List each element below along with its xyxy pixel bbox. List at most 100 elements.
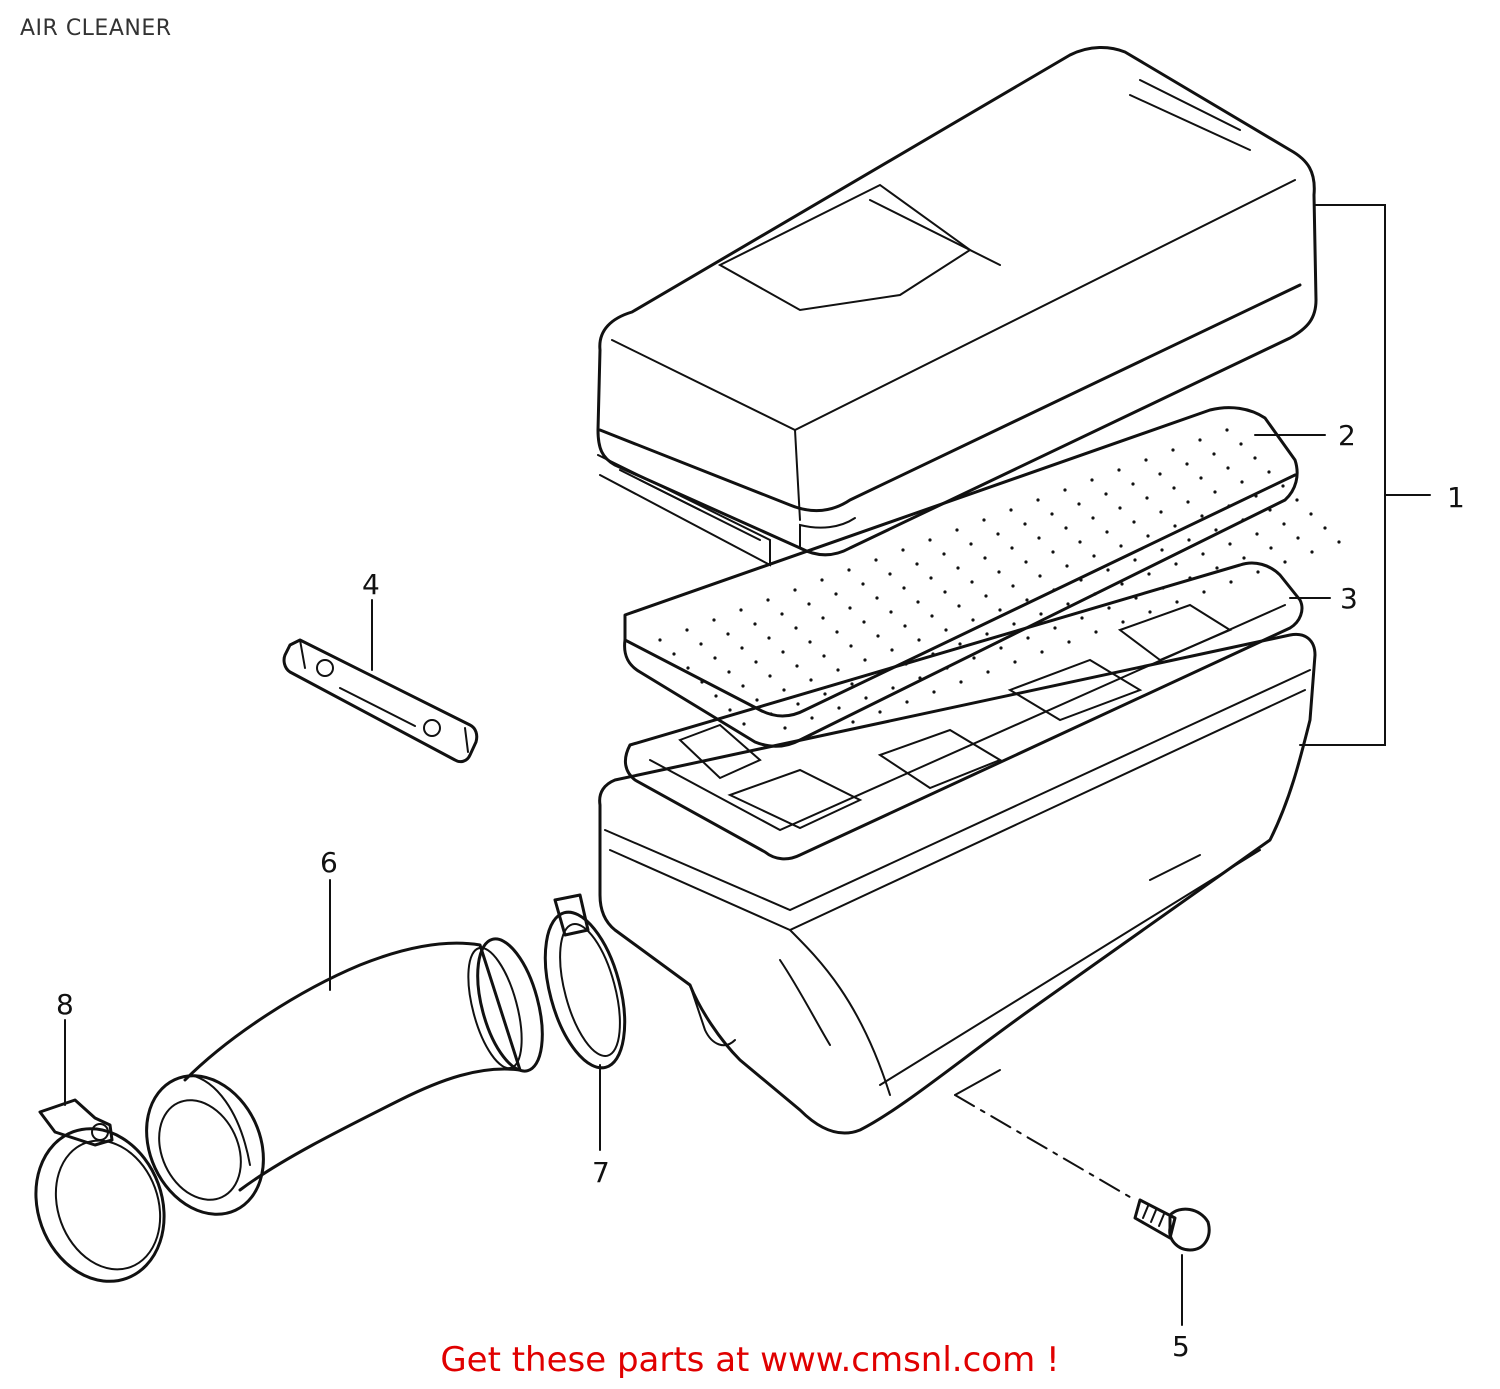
filter-dot [903, 624, 907, 628]
filter-dot [848, 606, 852, 610]
filter-dot [1323, 526, 1327, 530]
filter-dot [1229, 580, 1233, 584]
filter-dot [768, 674, 772, 678]
filter-dot [1026, 636, 1030, 640]
filter-dot [1173, 524, 1177, 528]
filter-dot [1092, 554, 1096, 558]
filter-dot [808, 640, 812, 644]
filter-dot [944, 628, 948, 632]
filter-dot [1282, 522, 1286, 526]
filter-dot [917, 638, 921, 642]
intake-hose [145, 937, 544, 1216]
filter-dot [970, 580, 974, 584]
filter-dot [1148, 610, 1152, 614]
filter-dot [1147, 572, 1151, 576]
filter-dot [780, 612, 784, 616]
filter-dot [1025, 598, 1029, 602]
filter-dot [851, 720, 855, 724]
filter-dot [1050, 512, 1054, 516]
filter-dot [901, 548, 905, 552]
filter-dot [836, 668, 840, 672]
filter-dot [955, 528, 959, 532]
filter-dot [861, 582, 865, 586]
filter-dot [755, 698, 759, 702]
filter-dot [822, 654, 826, 658]
filter-dot [672, 652, 676, 656]
filter-dot [753, 622, 757, 626]
footer-link-text: Get these parts at www.cmsnl.com ! [440, 1340, 1060, 1380]
filter-dot [888, 572, 892, 576]
filter-dot [915, 562, 919, 566]
filter-dot [942, 552, 946, 556]
bracket-plate [282, 638, 479, 764]
filter-dot [1131, 482, 1135, 486]
filter-dot [971, 618, 975, 622]
filter-dot [998, 608, 1002, 612]
filter-dot [1066, 602, 1070, 606]
filter-dot [863, 658, 867, 662]
filter-dot [1038, 574, 1042, 578]
filter-dot [943, 590, 947, 594]
filter-texture [658, 428, 1341, 730]
filter-dot [685, 628, 689, 632]
filter-dot [795, 664, 799, 668]
filter-dot [1009, 508, 1013, 512]
filter-dot [849, 644, 853, 648]
filter-dot [1337, 540, 1341, 544]
filter-dot [890, 648, 894, 652]
filter-dot [918, 676, 922, 680]
filter-dot [714, 694, 718, 698]
filter-dot [1241, 518, 1245, 522]
filter-dot [767, 636, 771, 640]
filter-dot [1121, 620, 1125, 624]
filter-dot [996, 532, 1000, 536]
filter-dot [1094, 630, 1098, 634]
filter-dot [809, 678, 813, 682]
filter-dot [889, 610, 893, 614]
filter-dot [796, 702, 800, 706]
filter-dot [700, 680, 704, 684]
filter-dot [932, 690, 936, 694]
filter-dot [984, 594, 988, 598]
filter-dot [834, 592, 838, 596]
filter-dot [727, 670, 731, 674]
filter-dot [1200, 514, 1204, 518]
filter-dot [754, 660, 758, 664]
filter-dot [1067, 640, 1071, 644]
filter-dot [1225, 428, 1229, 432]
filter-dot [783, 726, 787, 730]
filter-dot [820, 578, 824, 582]
filter-dot [1212, 452, 1216, 456]
filter-dot [1010, 546, 1014, 550]
filter-dot [929, 576, 933, 580]
filter-dot [1254, 494, 1258, 498]
callout-5: 5 [1172, 1330, 1190, 1363]
filter-dot [1213, 490, 1217, 494]
filter-dot [983, 556, 987, 560]
filter-dot [1065, 564, 1069, 568]
diagram-title: AIR CLEANER [20, 16, 172, 41]
filter-dot [807, 602, 811, 606]
filter-dot [1118, 506, 1122, 510]
filter-dot [878, 710, 882, 714]
filter-dot [1227, 504, 1231, 508]
filter-dot [1228, 542, 1232, 546]
filter-dot [916, 600, 920, 604]
filter-dot [972, 656, 976, 660]
filter-dot [928, 538, 932, 542]
filter-dot [1201, 552, 1205, 556]
filter-dot [699, 642, 703, 646]
filter-dot [1175, 600, 1179, 604]
filter-dot [1079, 578, 1083, 582]
filter-dot [1040, 650, 1044, 654]
filter-dot [1037, 536, 1041, 540]
filter-dot [821, 616, 825, 620]
filter-dot [837, 706, 841, 710]
filter-dot [1198, 438, 1202, 442]
filter-dot [1023, 522, 1027, 526]
filter-dot [1036, 498, 1040, 502]
filter-dot [997, 570, 1001, 574]
filter-dot [658, 638, 662, 642]
filter-dot [1052, 588, 1056, 592]
